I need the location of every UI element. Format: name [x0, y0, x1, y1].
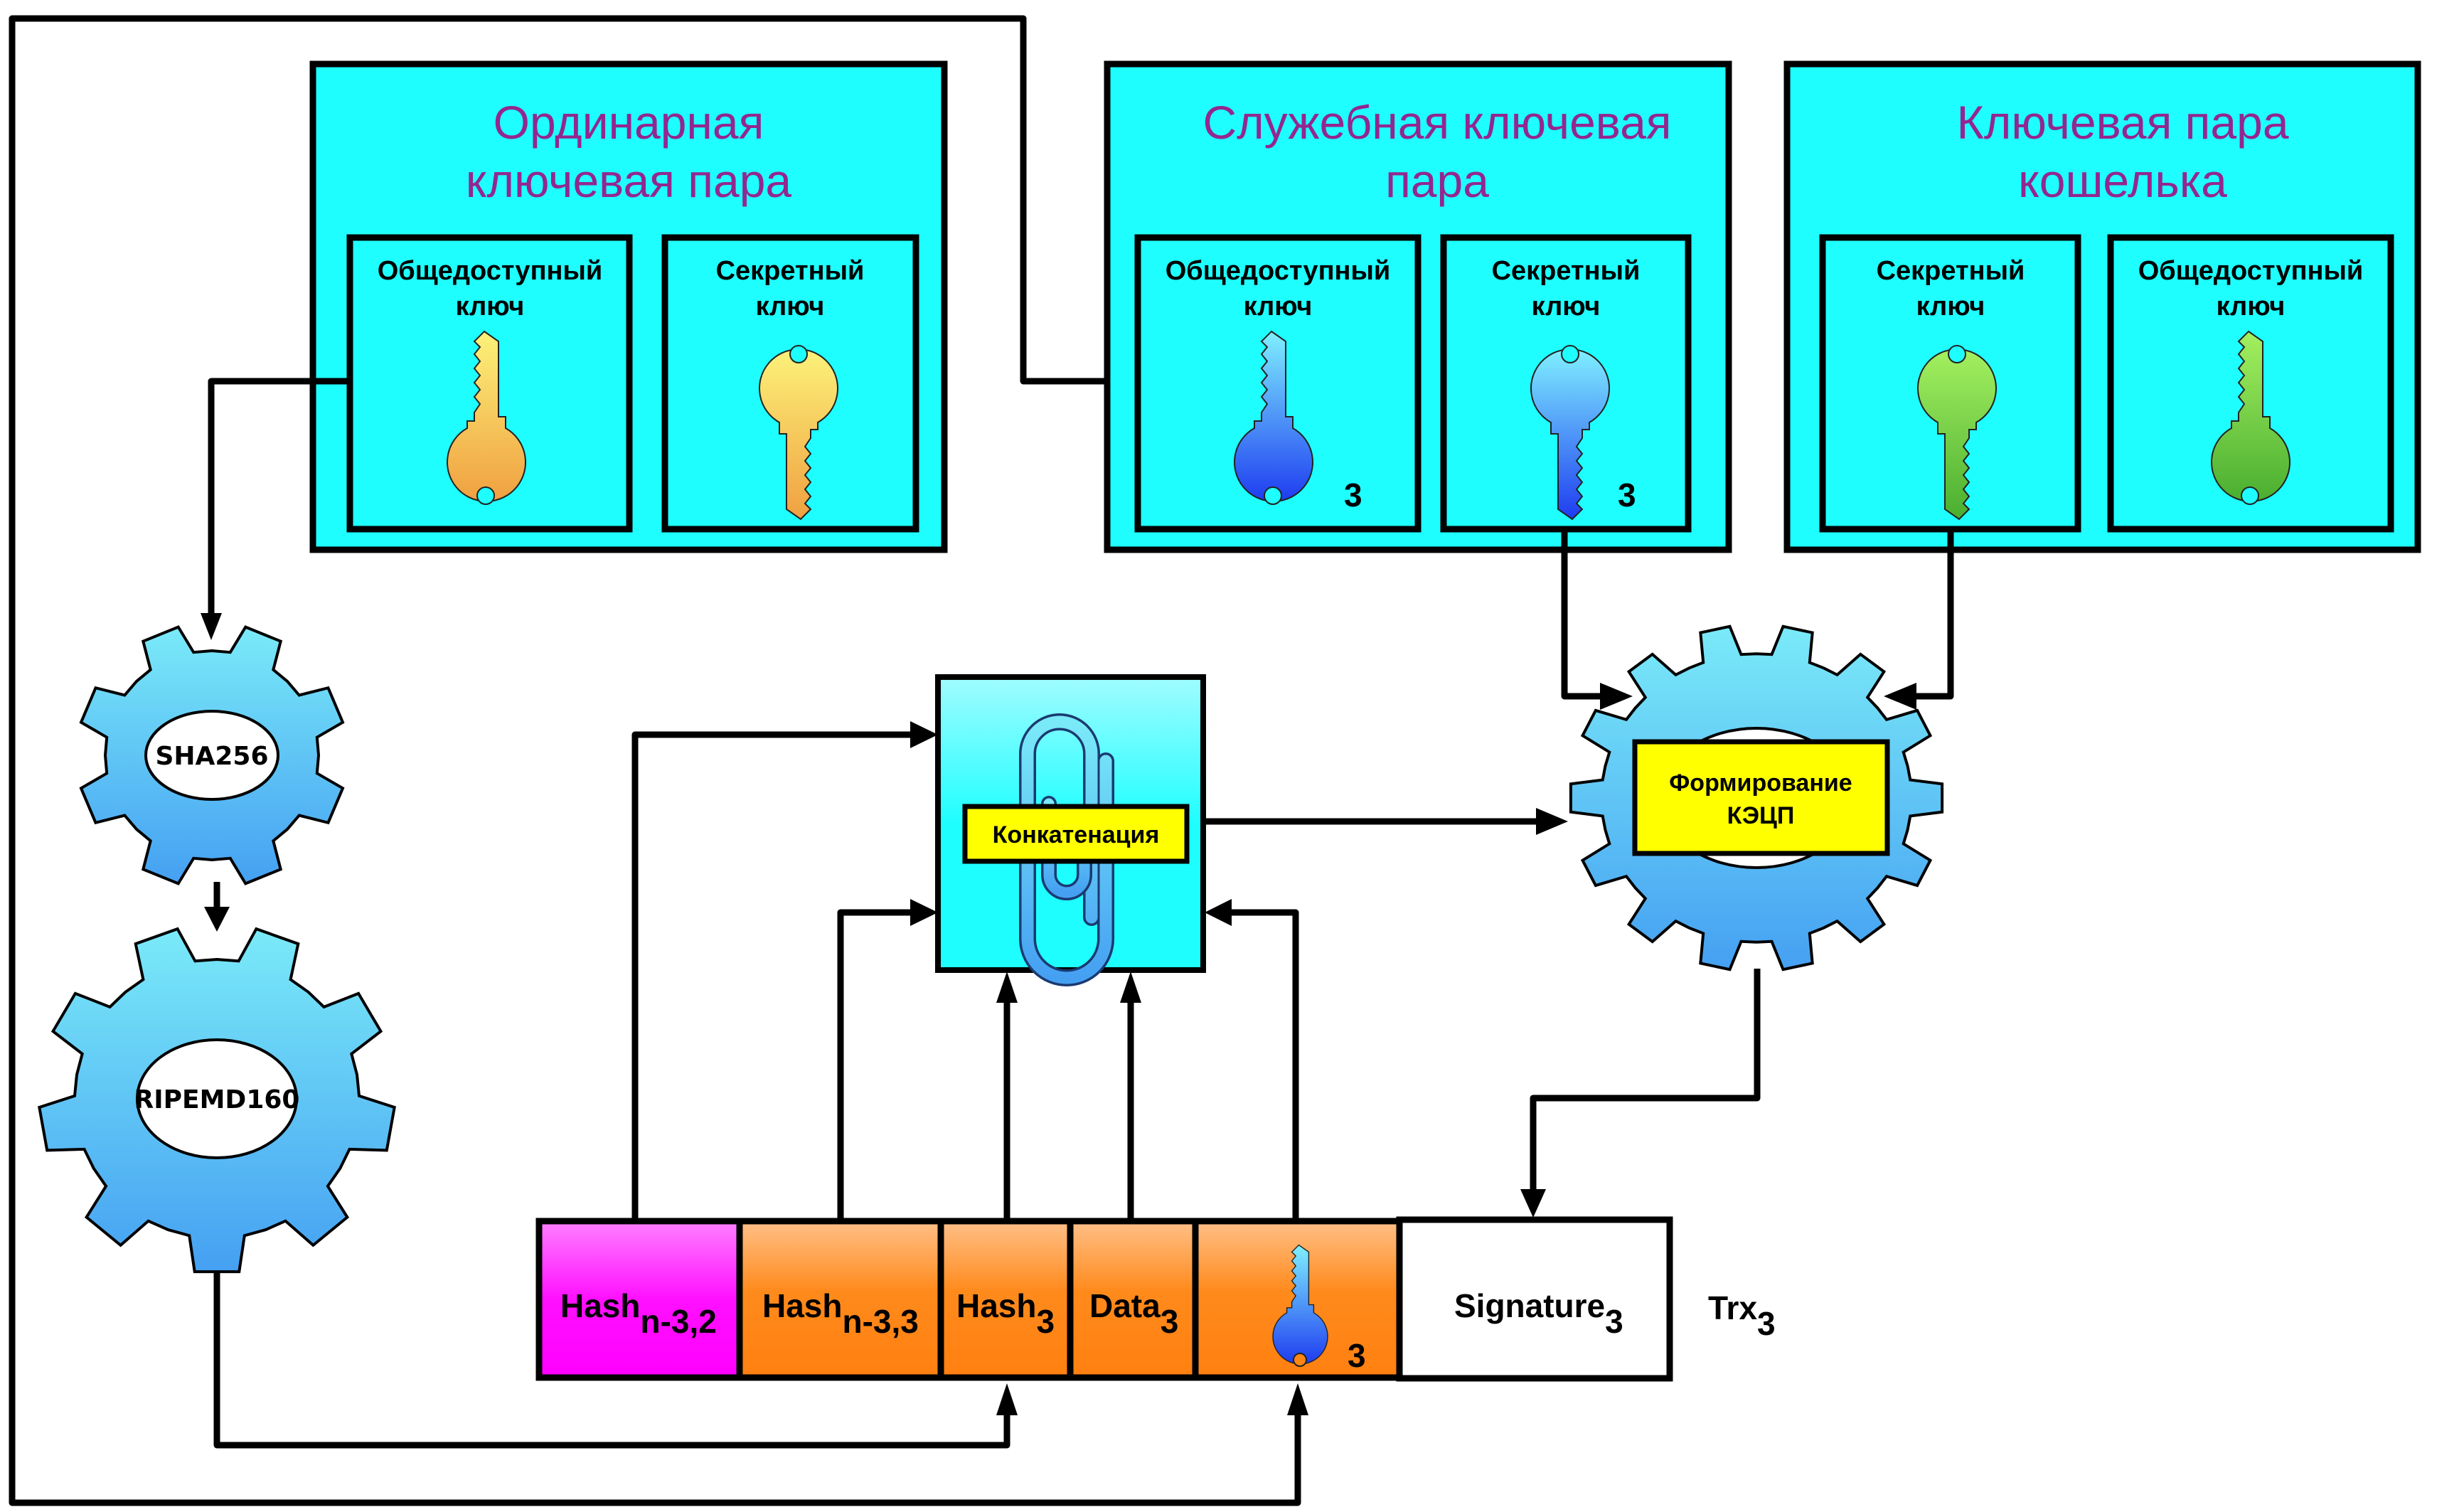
sha256-label: SHA256: [155, 742, 268, 771]
panel-wallet-key-pair: Ключевая пара кошелька Секретный ключ Об…: [1783, 60, 2421, 553]
arrow-concat-1: [910, 721, 938, 748]
concatenation-block[interactable]: Конкатенация: [935, 674, 1206, 986]
key-index: 3: [1348, 1337, 1366, 1374]
panel-title-line1: Ключевая пара: [1956, 96, 2288, 149]
ripemd160-gear-hole: [136, 1038, 298, 1159]
connector-wallet-secret-to-signing: [1902, 529, 1954, 700]
signature-forming-label-line1: Формирование: [1669, 770, 1852, 797]
key-card-public[interactable]: Общедоступный ключ: [346, 234, 633, 533]
key-card-label-line1: Секретный: [1877, 256, 2025, 286]
arrow-into-signing: [1536, 808, 1568, 835]
cell-data-3[interactable]: Data3: [1067, 1218, 1199, 1381]
signature-forming-label-box[interactable]: Формирование КЭЦП: [1632, 739, 1890, 856]
connector-ripemd-to-hash3: [213, 1266, 1010, 1449]
sha256-gear-hole: [144, 710, 279, 801]
orange-secret-key-icon: [759, 345, 838, 520]
key-card-label-line2: ключ: [756, 292, 825, 321]
arrow-into-hash3: [996, 1383, 1018, 1415]
cell-text: Data3: [1089, 1287, 1178, 1340]
panel-title-line2: ключевая пара: [466, 154, 792, 207]
key-index: 3: [1344, 477, 1362, 513]
arrow-into-signing-right: [1884, 683, 1916, 710]
arrow-concat-4: [1120, 971, 1141, 1003]
key-card-label-line2: ключ: [1532, 292, 1601, 321]
arrow-into-signature: [1520, 1189, 1546, 1218]
concatenation-label: Конкатенация: [993, 821, 1160, 848]
transaction-record: Hashn-3,2 Hashn-3,3 Hash3 Data3 3 Signat…: [535, 1216, 1776, 1382]
cell-service-public-key[interactable]: 3: [1192, 1218, 1403, 1381]
connector-key-to-concat: [1223, 909, 1299, 1220]
panel-title-line2: пара: [1385, 154, 1489, 207]
cell-text: Hashn-3,2: [560, 1287, 717, 1340]
key-card-label-line1: Секретный: [716, 256, 865, 286]
key-card-label-line2: ключ: [1244, 292, 1313, 321]
key-card-label-line1: Общедоступный: [2138, 256, 2364, 286]
key-card-label-line1: Общедоступный: [1166, 256, 1391, 286]
key-card-label-line2: ключ: [456, 292, 525, 321]
cell-hash-3[interactable]: Hash3: [937, 1218, 1074, 1381]
connector-hash-n33-to-concat: [837, 909, 917, 1220]
key-hole: [1264, 486, 1282, 505]
key-card-label-line2: ключ: [1916, 292, 1985, 321]
cell-hash-n-3-2[interactable]: Hashn-3,2: [535, 1218, 743, 1381]
cell-hash-n-3-3[interactable]: Hashn-3,3: [736, 1218, 944, 1381]
transaction-label: Trx3: [1708, 1289, 1776, 1342]
key-card-label-line2: ключ: [2217, 292, 2286, 321]
connector-service-pubkey-to-key-cell: [9, 15, 1301, 1506]
connector-signing-to-signature: [1530, 969, 1761, 1195]
key-hole: [2241, 486, 2259, 505]
arrow-into-sha256: [201, 613, 222, 640]
connector-service-secret-to-signing: [1561, 529, 1614, 700]
arrow-into-ripemd: [204, 907, 230, 932]
key-card-public[interactable]: Общедоступный ключ 3: [1134, 234, 1422, 533]
connector-hash-n32-to-concat: [631, 731, 917, 1220]
panel-service-key-pair: Служебная ключевая пара Общедоступный кл…: [1104, 60, 1732, 553]
key-card-secret[interactable]: Секретный ключ: [1819, 234, 2081, 533]
blue-secret-key-icon: [1530, 345, 1610, 520]
panel-title-line2: кошелька: [2018, 154, 2227, 207]
connector-pubkey-to-sha256: [208, 378, 350, 619]
key-hole: [476, 486, 495, 505]
paperclip-icon: [1019, 713, 1114, 986]
arrow-concat-3: [996, 971, 1018, 1003]
key-card-label-line1: Секретный: [1492, 256, 1641, 286]
key-index: 3: [1618, 477, 1636, 513]
panel-title-line1: Ординарная: [494, 96, 764, 149]
cell-text: Hashn-3,3: [762, 1287, 919, 1340]
cell-signature-3[interactable]: Signature3: [1396, 1216, 1673, 1382]
ripemd160-label: RIPEMD160: [134, 1085, 300, 1114]
concatenation-label-box: [962, 804, 1190, 864]
panel-title-line1: Служебная ключевая: [1202, 96, 1671, 149]
cell-text: Signature3: [1454, 1287, 1623, 1340]
arrow-into-key-cell: [1287, 1383, 1308, 1415]
arrow-concat-5: [1205, 899, 1232, 926]
panel-ordinary-key-pair: Ординарная ключевая пара Общедоступный к…: [309, 60, 948, 553]
green-secret-key-icon: [1917, 345, 1997, 520]
arrow-concat-2: [910, 899, 938, 926]
arrow-into-signing-left: [1600, 683, 1633, 710]
signature-forming-label-line2: КЭЦП: [1727, 802, 1795, 829]
cell-text: Hash3: [956, 1287, 1055, 1340]
key-card-label-line1: Общедоступный: [378, 256, 603, 286]
key-card-secret[interactable]: Секретный ключ: [661, 234, 919, 533]
key-card-public[interactable]: Общедоступный ключ: [2107, 234, 2394, 533]
key-card-secret[interactable]: Секретный ключ 3: [1440, 234, 1692, 533]
key-hole: [1293, 1353, 1307, 1367]
